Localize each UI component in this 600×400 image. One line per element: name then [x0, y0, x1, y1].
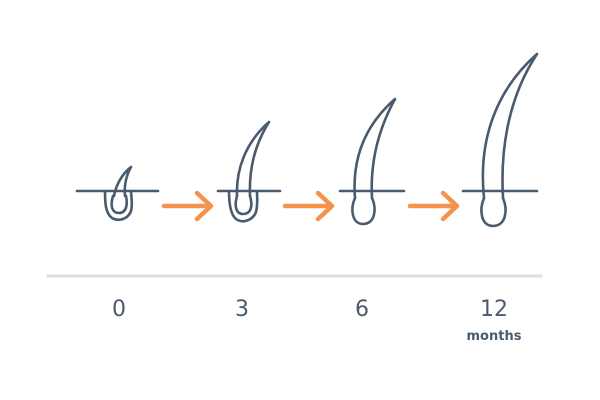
unit-label: months	[467, 329, 522, 344]
hair-bulb	[480, 196, 507, 228]
hair-bulb	[351, 196, 376, 226]
hair-bulb	[110, 194, 129, 215]
stage-label-6: 6	[355, 297, 369, 322]
stage-label-0: 0	[112, 297, 126, 322]
hair-strand	[353, 97, 397, 200]
hair-stage-3	[216, 120, 282, 223]
follicle	[227, 189, 259, 223]
hair-stage-0	[75, 165, 160, 222]
stage-label-12: 12	[480, 297, 508, 322]
hair-strand	[235, 120, 271, 198]
hair-stage-6	[338, 97, 406, 226]
hair-bulb	[234, 194, 253, 216]
stage-label-3: 3	[235, 297, 249, 322]
hair-strand	[112, 165, 133, 198]
arrow-right-icon	[161, 190, 214, 222]
arrow-right-icon	[282, 190, 335, 222]
follicle	[103, 189, 134, 222]
arrow-right-icon	[407, 190, 460, 222]
hair-stage-12	[461, 52, 539, 228]
hair-strand	[481, 52, 539, 200]
